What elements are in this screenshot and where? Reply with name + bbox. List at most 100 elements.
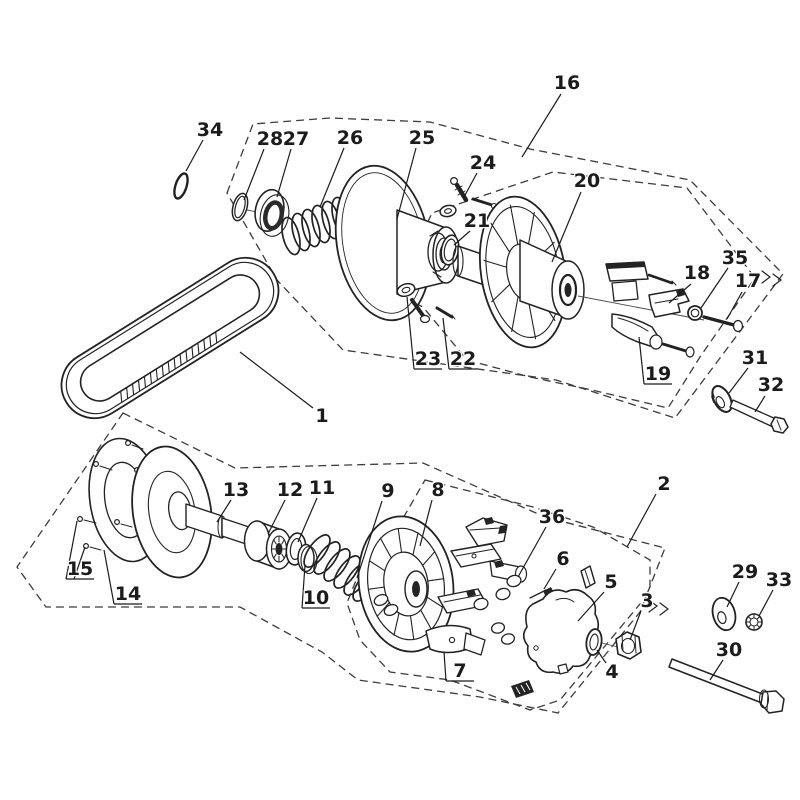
leader-line xyxy=(301,564,306,609)
lock-washer-33 xyxy=(745,613,763,631)
part-label-33: 33 xyxy=(758,568,793,617)
part-label-20: 20 xyxy=(551,169,601,263)
part-label-34: 34 xyxy=(185,118,224,172)
part-label-4: 4 xyxy=(596,649,620,684)
chevron-marks-top xyxy=(761,270,782,287)
leader-line xyxy=(453,230,471,246)
leader-line xyxy=(700,267,729,309)
nut-3 xyxy=(615,631,642,660)
leader-line xyxy=(276,148,292,198)
axis-line xyxy=(577,295,705,321)
leader-line xyxy=(543,568,557,590)
pin-24b xyxy=(471,197,494,207)
washer-31 xyxy=(711,385,733,413)
label-number: 12 xyxy=(277,479,303,501)
slider-block-18 xyxy=(605,261,690,318)
part-label-28: 28 xyxy=(243,127,284,201)
screw-22 xyxy=(435,306,456,320)
chip-part xyxy=(511,680,534,698)
label-number: 35 xyxy=(722,247,748,269)
bushing-12 xyxy=(243,520,293,570)
part-label-5: 5 xyxy=(577,570,619,622)
label-number: 19 xyxy=(645,363,671,385)
leader-line xyxy=(577,591,605,622)
label-number: 7 xyxy=(453,660,466,682)
leader-line xyxy=(419,499,433,547)
part-label-8: 8 xyxy=(419,478,446,547)
drive-belt xyxy=(60,256,280,420)
leader-line xyxy=(65,520,78,580)
label-number: 2 xyxy=(657,473,670,495)
part-label-10: 10 xyxy=(301,564,330,610)
ramp-shoe-7 xyxy=(425,624,486,656)
label-number: 27 xyxy=(283,128,309,150)
part-label-29: 29 xyxy=(726,560,759,608)
part-label-18: 18 xyxy=(668,261,711,304)
part-label-30: 30 xyxy=(709,638,743,681)
leader-line xyxy=(443,651,447,682)
part-label-14: 14 xyxy=(103,549,142,606)
bolt-30 xyxy=(668,658,785,714)
part-label-32: 32 xyxy=(754,373,785,413)
part-label-3: 3 xyxy=(629,589,655,641)
label-number: 6 xyxy=(556,548,569,570)
leader-line xyxy=(754,395,766,413)
leader-line xyxy=(629,610,642,641)
label-number: 33 xyxy=(766,569,792,591)
drive-assembly-boundary xyxy=(226,117,784,419)
leader-line xyxy=(396,147,417,220)
leader-line xyxy=(626,493,657,548)
bolt-32 xyxy=(729,399,789,434)
leader-line xyxy=(758,589,774,617)
part-label-15: 15 xyxy=(65,520,94,581)
part-label-7: 7 xyxy=(443,651,474,683)
leader-line xyxy=(103,549,115,605)
part-label-35: 35 xyxy=(700,246,749,309)
label-number: 21 xyxy=(464,210,490,232)
label-number: 29 xyxy=(732,561,758,583)
o-ring-21 xyxy=(440,234,460,266)
leader-line xyxy=(406,296,415,370)
label-number: 25 xyxy=(409,127,435,149)
rollers-36 xyxy=(373,574,522,645)
label-number: 14 xyxy=(115,583,141,605)
leader-line xyxy=(517,526,547,578)
part-label-31: 31 xyxy=(728,346,769,394)
leader-line xyxy=(267,499,286,535)
part-label-21: 21 xyxy=(453,209,491,246)
pin-bolt-24 xyxy=(439,177,498,218)
cup-fins xyxy=(367,527,445,641)
part-label-13: 13 xyxy=(216,478,250,523)
part-label-9: 9 xyxy=(356,479,396,579)
part-label-1: 1 xyxy=(239,351,330,428)
bolt-17 xyxy=(702,315,744,333)
label-number: 26 xyxy=(337,127,363,149)
leader-line xyxy=(356,500,383,579)
label-number: 20 xyxy=(574,170,600,192)
label-number: 8 xyxy=(431,479,444,501)
label-number: 32 xyxy=(758,374,784,396)
leader-line xyxy=(239,351,314,409)
label-number: 31 xyxy=(742,347,768,369)
washer-29 xyxy=(711,596,737,632)
screws-15 xyxy=(76,440,152,551)
belt-teeth xyxy=(120,331,218,403)
leader-line xyxy=(185,139,204,172)
label-number: 1 xyxy=(315,405,328,427)
label-number: 11 xyxy=(309,477,335,499)
label-number: 9 xyxy=(381,480,394,502)
label-number: 34 xyxy=(197,119,223,141)
teeth xyxy=(746,614,762,630)
movable-drive-face-20 xyxy=(452,195,585,349)
part-label-26: 26 xyxy=(319,126,364,208)
leader-line xyxy=(709,659,724,681)
part-label-11: 11 xyxy=(297,476,336,543)
seal-4 xyxy=(585,628,603,656)
label-number: 3 xyxy=(640,590,653,612)
label-number: 28 xyxy=(257,128,283,150)
driven-assembly-inner-boundary xyxy=(346,479,669,711)
label-number: 18 xyxy=(684,262,710,284)
label-number: 17 xyxy=(735,270,761,292)
